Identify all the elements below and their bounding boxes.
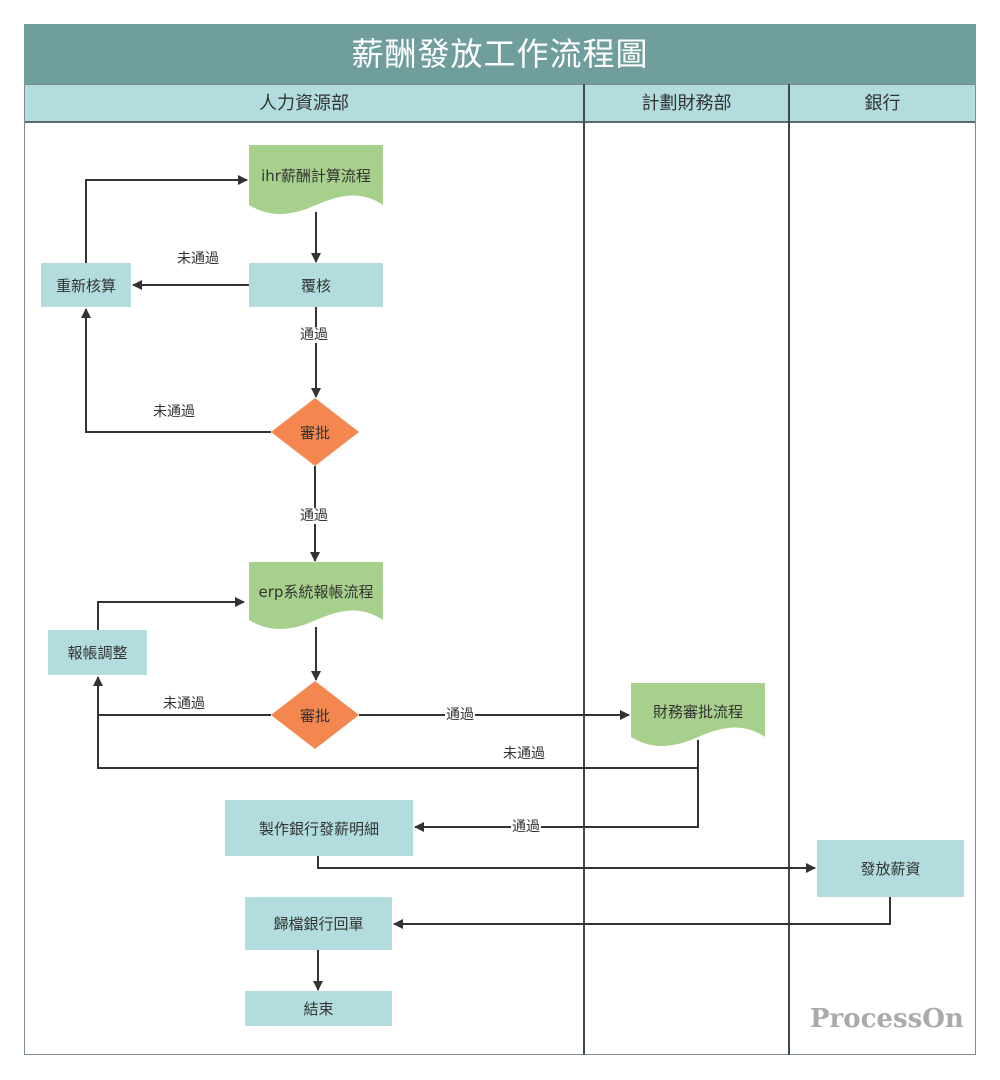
edge-label-approve1-pass: 通過: [299, 508, 329, 524]
document-shape-erp-report[interactable]: [249, 562, 383, 630]
node-erp-report-label: erp系統報帳流程: [258, 582, 374, 601]
node-report-adjust[interactable]: 報帳調整: [48, 630, 147, 675]
edge-bank-detail-to-pay: [317, 856, 816, 873]
edge-adjust-to-erp: [97, 597, 245, 630]
lane-divider-1: [583, 84, 585, 1055]
node-ihr-calc-label: ihr薪酬計算流程: [261, 166, 371, 185]
edge-recalc-to-ihr: [85, 175, 248, 263]
lane-header-finance: 計劃財務部: [584, 84, 789, 123]
edge-label-approve2-pass: 通過: [445, 707, 475, 723]
edge-finance-to-adjust: [97, 715, 699, 769]
node-pay-salary[interactable]: 發放薪資: [817, 840, 964, 897]
node-make-bank-detail[interactable]: 製作銀行發薪明細: [225, 800, 413, 856]
edge-label-review-pass: 通過: [299, 327, 329, 343]
edge-finance-to-bank-detail: [414, 768, 699, 832]
lane-header-hr: 人力資源部: [24, 84, 584, 123]
edge-approve1-to-recalc: [81, 308, 271, 433]
node-recalc[interactable]: 重新核算: [41, 263, 131, 307]
diagram-title: 薪酬發放工作流程圖: [24, 24, 976, 84]
edge-label-review-fail: 未通過: [177, 251, 219, 267]
edge-label-approve1-fail: 未通過: [153, 404, 195, 420]
node-approve2-label: 審批: [299, 706, 330, 725]
decision-shape-approve-1[interactable]: [271, 398, 359, 466]
node-finance-approval-label: 財務審批流程: [652, 702, 743, 721]
node-approve1-label: 審批: [299, 423, 330, 442]
processon-watermark: ProcessOn: [810, 1004, 964, 1034]
node-review[interactable]: 覆核: [249, 263, 383, 307]
decision-shape-approve-2[interactable]: [271, 681, 359, 749]
lane-header-bank: 銀行: [789, 84, 976, 123]
edge-label-finance-pass: 通過: [511, 819, 541, 835]
lane-divider-2: [788, 84, 790, 1055]
document-shape-ihr-calc[interactable]: [249, 145, 383, 215]
node-archive-receipt[interactable]: 歸檔銀行回單: [245, 897, 392, 950]
edge-label-finance-fail: 未通過: [503, 746, 545, 762]
node-end[interactable]: 結束: [245, 991, 392, 1026]
edge-label-approve2-fail: 未通過: [163, 696, 205, 712]
document-shape-finance-approval[interactable]: [631, 683, 765, 747]
edge-pay-to-archive: [393, 897, 891, 929]
